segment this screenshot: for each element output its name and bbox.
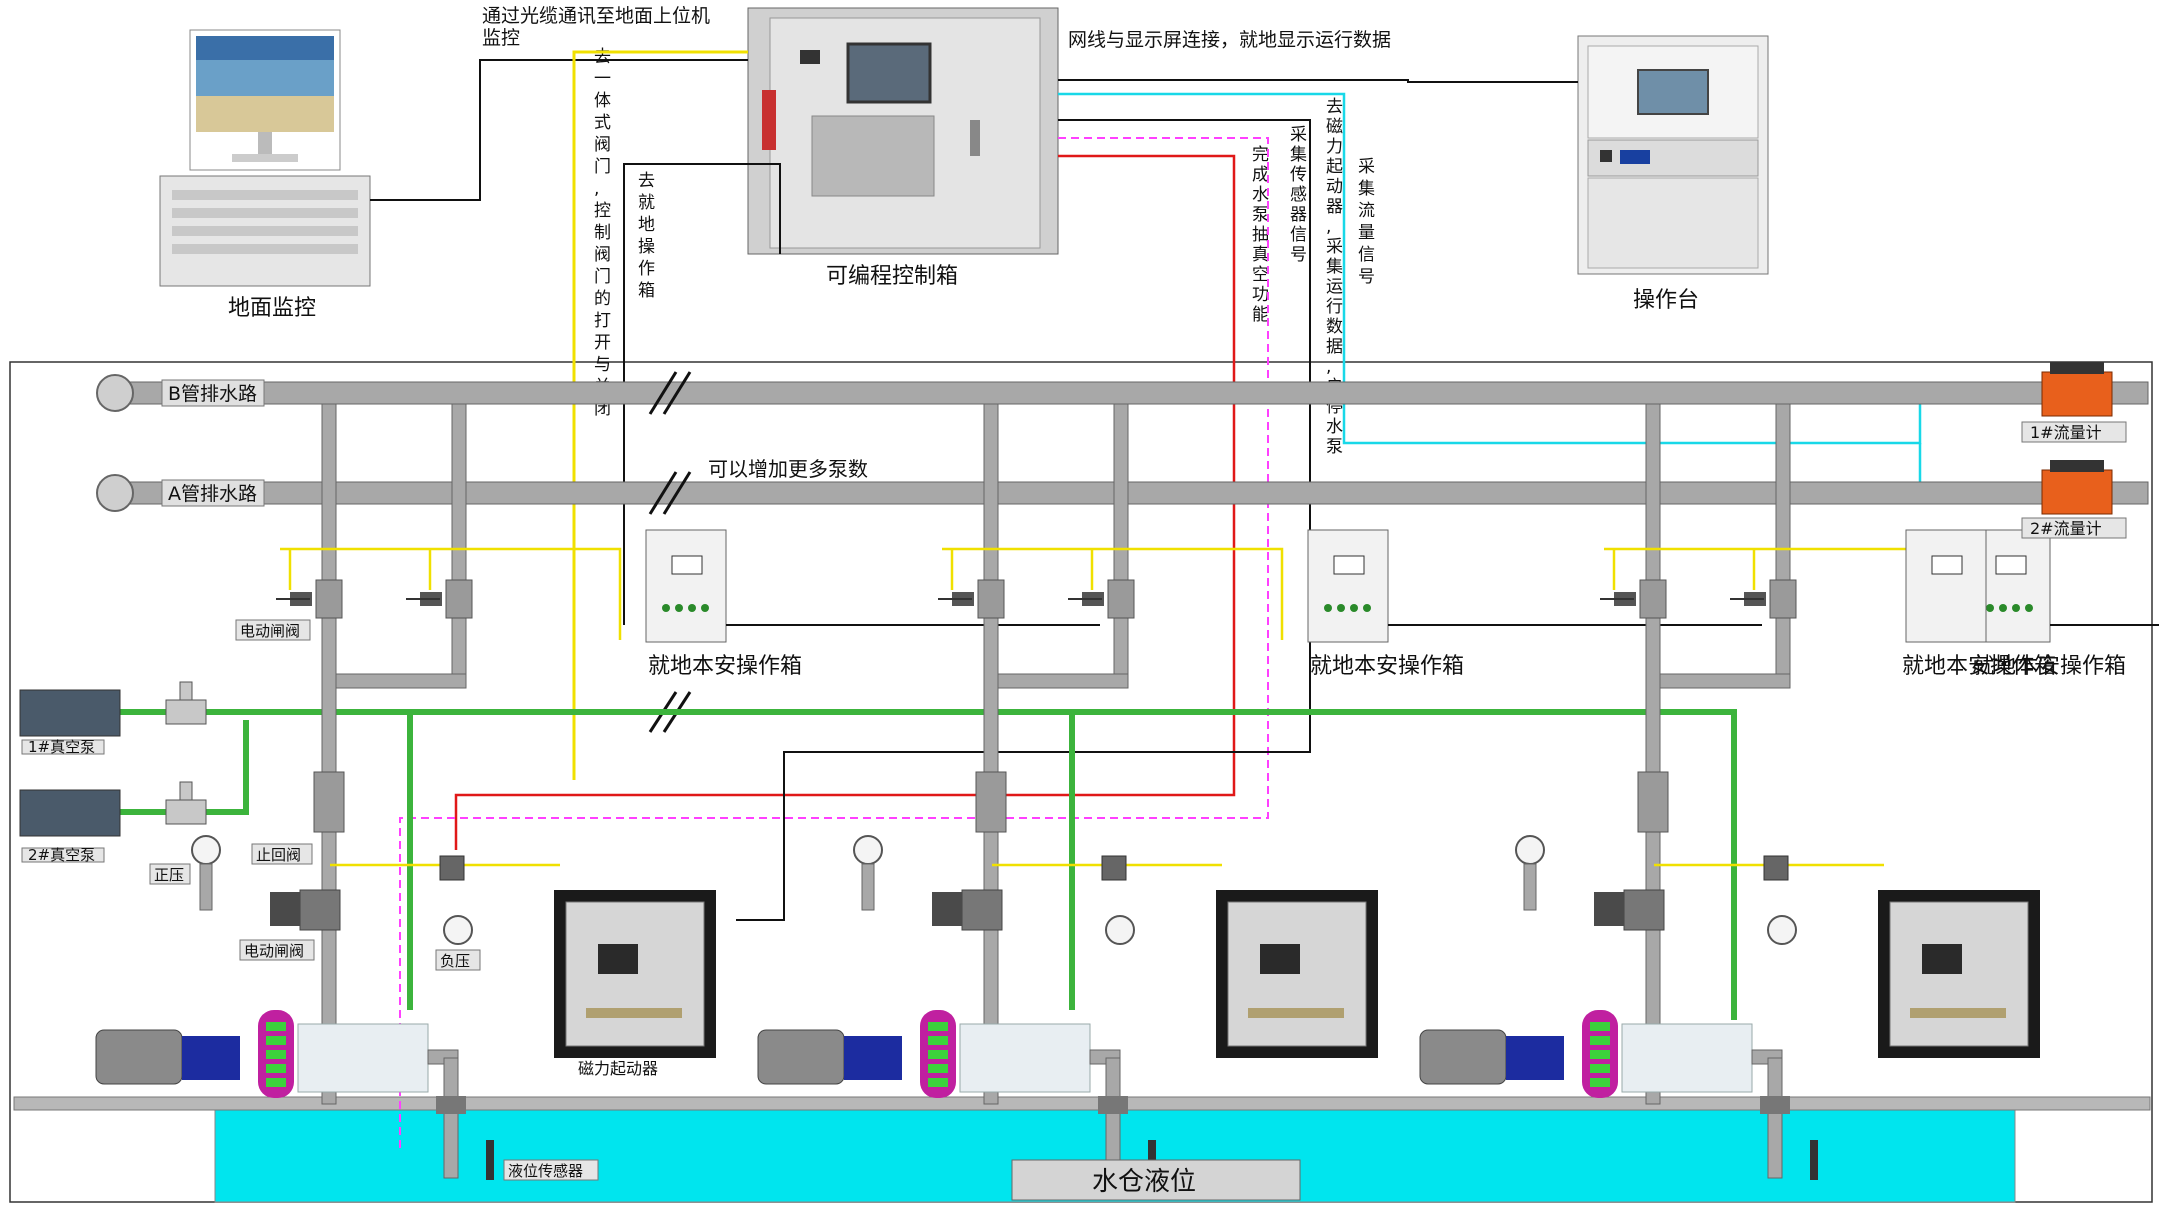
network-note: 网线与显示屏连接，就地显示运行数据 (1068, 29, 1391, 51)
local-box-note: 去就地操作箱 (638, 171, 655, 301)
positive-pressure-label: 正压 (154, 866, 184, 884)
pump-unit-2: 就地本安操作箱 (757, 403, 1762, 1180)
electric-gate-valve-icon (1068, 579, 1135, 619)
electric-gate-valve-icon (1730, 579, 1797, 619)
vacuum-pump-1-label: 1#真空泵 (28, 738, 95, 756)
local-box-label: 就地本安操作箱 (648, 654, 802, 679)
electric-gate-valve-icon (938, 579, 1005, 619)
magnetic-starter-label: 磁力起动器 (578, 1059, 658, 1078)
drain-pump (757, 1010, 1128, 1179)
plc-box-label: 可编程控制箱 (826, 264, 958, 289)
ground-monitor: 地面监控 (159, 29, 371, 321)
sump-level-label: 水仓液位 (1092, 1167, 1196, 1197)
more-pumps-note: 可以增加更多泵数 (708, 457, 868, 481)
vacuum-pump-2-label: 2#真空泵 (28, 846, 95, 864)
operation-console: 操作台 (1577, 35, 1769, 313)
valve-control-note: 去一体式阀门,控制阀门的打开与关闭 (594, 47, 611, 419)
fiber-note-line1: 通过光缆通讯至地面上位机 (482, 5, 710, 27)
local-box-label: 就地本安操作箱 (1902, 654, 2056, 679)
check-valve-label: 止回阀 (256, 846, 301, 864)
flowmeter-1-label: 1#流量计 (2030, 423, 2102, 442)
flowmeter-2: 2#流量计 (2021, 460, 2127, 539)
local-operation-box (1307, 529, 1389, 643)
vacuum-note: 完成水泵抽真空功能 (1252, 145, 1269, 325)
magnetic-starter (1216, 890, 1378, 1058)
starter-note: 去磁力起动器,采集运行数据,启停水泵 (1326, 97, 1343, 457)
vacuum-pump-1: 1#真空泵 (19, 689, 121, 756)
pipe-b-label: B管排水路 (168, 383, 257, 405)
drain-pump (1419, 1010, 1790, 1179)
pump-unit-1: 就地本安操作箱 (95, 403, 1100, 1180)
vacuum-valves (165, 681, 207, 825)
sensor-note: 采集传感器信号 (1290, 125, 1307, 265)
local-operation-box-4 (1905, 529, 1987, 643)
electric-gate-valve-icon (406, 579, 473, 619)
pipe-b-line: B管排水路 (96, 374, 2149, 412)
local-box-label: 就地本安操作箱 (1310, 654, 1464, 679)
floor-slab (13, 1096, 2151, 1111)
electric-gate-valve-icon (1600, 579, 1667, 619)
local-box-label: 就地本安操作箱 (1972, 654, 2126, 679)
level-sensor-label: 液位传感器 (508, 1162, 583, 1180)
pipe-a-label: A管排水路 (168, 483, 257, 505)
vacuum-pump-2: 2#真空泵 (19, 789, 121, 864)
fiber-note-line2: 监控 (482, 27, 520, 49)
electric-gate-valve-icon (276, 579, 343, 619)
flow-note: 采集流量信号 (1358, 157, 1375, 287)
vacuum-lines (118, 709, 1737, 1020)
electric-gate-valve-label-top: 电动闸阀 (240, 622, 300, 640)
drain-pump (95, 1010, 466, 1179)
negative-pressure-label: 负压 (440, 952, 470, 970)
flowmeter-2-label: 2#流量计 (2030, 519, 2102, 538)
plc-control-box: 可编程控制箱 (747, 7, 1059, 289)
local-operation-box (645, 529, 727, 643)
magnetic-starter (554, 890, 716, 1058)
electric-gate-valve-label-bottom: 电动闸阀 (244, 942, 304, 960)
flowmeter-1: 1#流量计 (2021, 362, 2127, 443)
magnetic-starter (1878, 890, 2040, 1058)
ground-monitor-label: 地面监控 (228, 296, 316, 321)
console-label: 操作台 (1633, 288, 1699, 313)
